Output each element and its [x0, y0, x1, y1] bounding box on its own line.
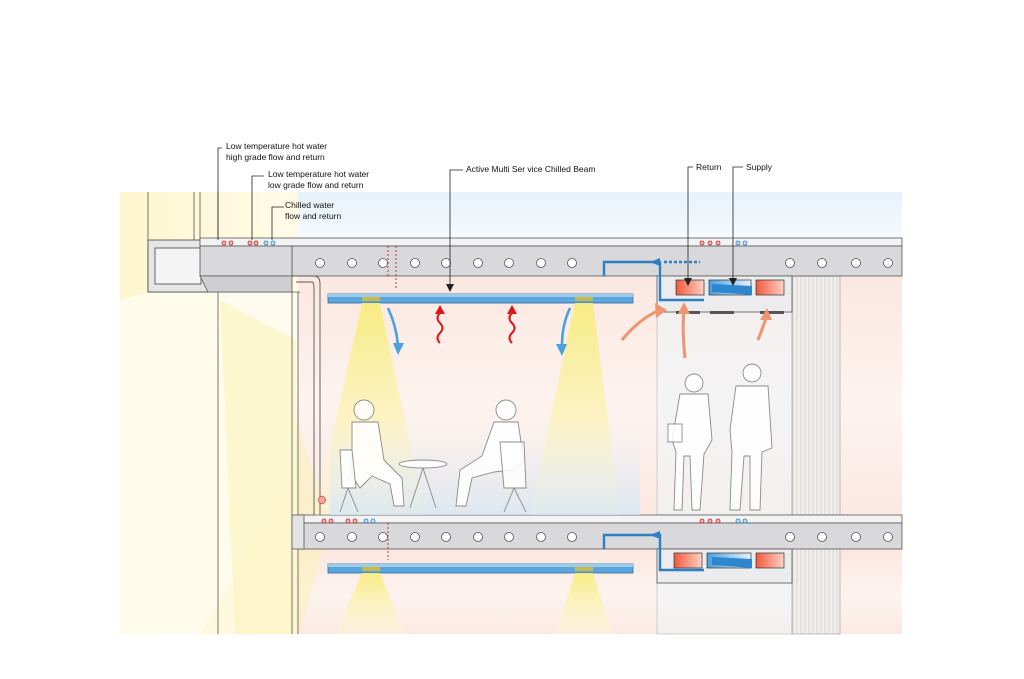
lower-slab	[291, 514, 903, 550]
slab-core	[473, 532, 483, 542]
service-box-upper	[656, 275, 793, 314]
slab-core	[473, 258, 483, 268]
slab-core	[536, 258, 546, 268]
cool-air-arrows	[386, 307, 572, 346]
slab-core	[410, 532, 420, 542]
slab-core	[441, 532, 451, 542]
chilled-markers	[263, 240, 748, 524]
upper-slab	[199, 237, 903, 293]
slab-core	[378, 532, 388, 542]
label-lthw-low-line1: Low temperature hot water	[268, 169, 370, 179]
label-chilled-water-line1: Chilled water	[285, 200, 335, 210]
leader-lines	[217, 147, 743, 288]
label-lthw-high-line2: high grade flow and return	[226, 151, 325, 162]
slab-core	[410, 258, 420, 268]
label-chilled-beam: Active Multi Ser vice Chilled Beam	[466, 164, 596, 174]
slab-core	[567, 258, 577, 268]
label-return: Return	[696, 162, 722, 172]
slab-core	[883, 258, 893, 268]
slab-core	[883, 532, 893, 542]
service-box-lower	[656, 548, 793, 584]
label-chilled-water-line2: flow and return	[285, 210, 342, 221]
light-cone-lower-right	[556, 573, 612, 634]
label-lthw-low: Low temperature hot water low grade flow…	[268, 169, 369, 190]
slab-core	[347, 258, 357, 268]
slab-core	[851, 532, 861, 542]
pipe-markers	[221, 240, 721, 524]
slab-core	[817, 258, 827, 268]
label-lthw-high-line1: Low temperature hot water	[226, 141, 328, 151]
slab-core	[504, 532, 514, 542]
slab-cores-lower	[315, 532, 893, 542]
heat-rising-arrows	[436, 312, 516, 344]
slab-core	[315, 532, 325, 542]
label-lthw-high: Low temperature hot water high grade flo…	[226, 141, 327, 162]
daylight-beam	[220, 300, 330, 634]
column	[791, 275, 841, 635]
label-lthw-low-line2: low grade flow and return	[268, 179, 364, 190]
partition-glass-lower	[656, 582, 793, 635]
edge-detail-upper	[147, 239, 209, 293]
supply-arrow-lower	[650, 531, 660, 539]
slab-core	[567, 532, 577, 542]
slab-core	[504, 258, 514, 268]
slab-core	[536, 532, 546, 542]
light-cone-lower-left	[336, 573, 404, 634]
supply-duct-wedge-lower	[712, 557, 752, 568]
label-supply: Supply	[746, 162, 772, 172]
heater-outlet	[317, 495, 327, 505]
slab-core	[441, 258, 451, 268]
slab-core	[378, 258, 388, 268]
riser-duct	[292, 246, 397, 560]
people-silhouettes	[339, 363, 773, 513]
slab-core	[347, 532, 357, 542]
slab-core	[785, 532, 795, 542]
label-chilled-water: Chilled water flow and return	[285, 200, 341, 221]
slab-cores-upper	[315, 258, 893, 268]
slab-core	[785, 258, 795, 268]
slab-core	[315, 258, 325, 268]
slab-core	[817, 532, 827, 542]
slab-core	[851, 258, 861, 268]
supply-duct-wedge	[712, 284, 752, 295]
supply-arrow-upper	[650, 258, 660, 266]
